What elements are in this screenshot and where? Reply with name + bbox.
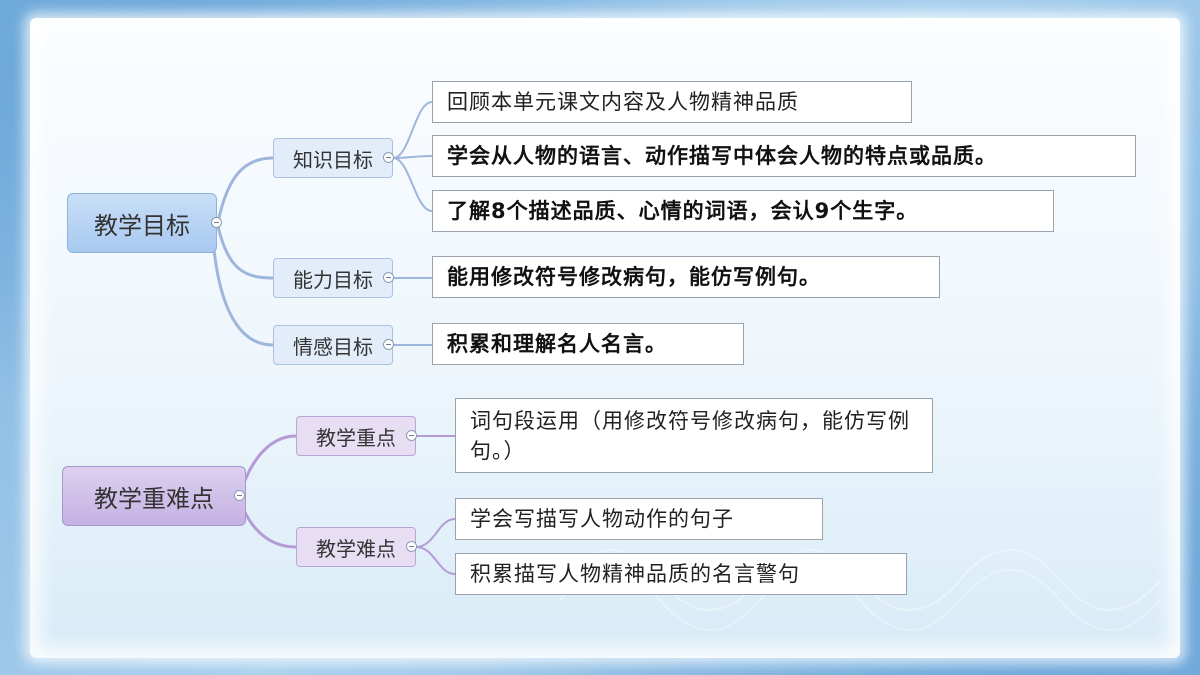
link-root1-knowledge — [216, 156, 274, 223]
node-emotion-goals[interactable]: 情感目标 — [273, 325, 393, 365]
leaf-review-content[interactable]: 回顾本单元课文内容及人物精神品质 — [432, 81, 912, 123]
node-ability-goals[interactable]: 能力目标 — [273, 258, 393, 298]
collapse-toggle-icon[interactable] — [383, 272, 394, 283]
link-root1-ability — [216, 225, 274, 280]
link-knowledge-leaf1 — [392, 101, 433, 159]
link-root1-emotion — [212, 249, 274, 347]
leaf-text: 积累和理解名人名言。 — [447, 332, 667, 356]
leaf-text: 积累描写人物精神品质的名言警句 — [470, 562, 800, 586]
node-label: 能力目标 — [293, 267, 373, 292]
leaf-text: 回顾本单元课文内容及人物精神品质 — [447, 90, 799, 114]
node-label: 知识目标 — [293, 147, 373, 172]
node-label: 教学难点 — [316, 536, 396, 561]
collapse-toggle-icon[interactable] — [383, 152, 394, 163]
leaf-text: 学会写描写人物动作的句子 — [470, 507, 734, 531]
leaf-text: 能用修改符号修改病句，能仿写例句。 — [447, 265, 821, 289]
root-teaching-goals[interactable]: 教学目标 — [67, 193, 217, 253]
root-label: 教学重难点 — [94, 484, 214, 513]
node-difficult-points[interactable]: 教学难点 — [296, 527, 416, 567]
node-label: 情感目标 — [293, 334, 373, 359]
collapse-toggle-icon[interactable] — [211, 217, 222, 228]
leaf-word-sentence-usage[interactable]: 词句段运用（用修改符号修改病句，能仿写例句。） — [455, 398, 933, 473]
node-knowledge-goals[interactable]: 知识目标 — [273, 138, 393, 178]
collapse-toggle-icon[interactable] — [406, 541, 417, 552]
leaf-revise-sentences[interactable]: 能用修改符号修改病句，能仿写例句。 — [432, 256, 940, 298]
link-knowledge-leaf3 — [392, 157, 433, 212]
link-difficult-leaf2 — [415, 546, 456, 575]
leaf-vocabulary[interactable]: 了解8个描述品质、心情的词语，会认9个生字。 — [432, 190, 1054, 232]
root-key-difficult-points[interactable]: 教学重难点 — [62, 466, 246, 526]
leaf-write-actions[interactable]: 学会写描写人物动作的句子 — [455, 498, 823, 540]
leaf-text: 学会从人物的语言、动作描写中体会人物的特点或品质。 — [447, 144, 997, 168]
node-label: 教学重点 — [316, 425, 396, 450]
leaf-text: 了解8个描述品质、心情的词语，会认9个生字。 — [447, 199, 919, 223]
link-difficult-leaf1 — [415, 518, 456, 548]
link-root2-difficult — [238, 499, 297, 549]
collapse-toggle-icon[interactable] — [406, 430, 417, 441]
root-label: 教学目标 — [94, 211, 190, 240]
leaf-text: 词句段运用（用修改符号修改病句，能仿写例句。） — [470, 408, 910, 463]
link-root2-key — [238, 434, 297, 496]
node-key-points[interactable]: 教学重点 — [296, 416, 416, 456]
leaf-accumulate-quotes[interactable]: 积累描写人物精神品质的名言警句 — [455, 553, 907, 595]
leaf-famous-quotes[interactable]: 积累和理解名人名言。 — [432, 323, 744, 365]
collapse-toggle-icon[interactable] — [383, 339, 394, 350]
leaf-learn-description[interactable]: 学会从人物的语言、动作描写中体会人物的特点或品质。 — [432, 135, 1136, 177]
collapse-toggle-icon[interactable] — [234, 490, 245, 501]
